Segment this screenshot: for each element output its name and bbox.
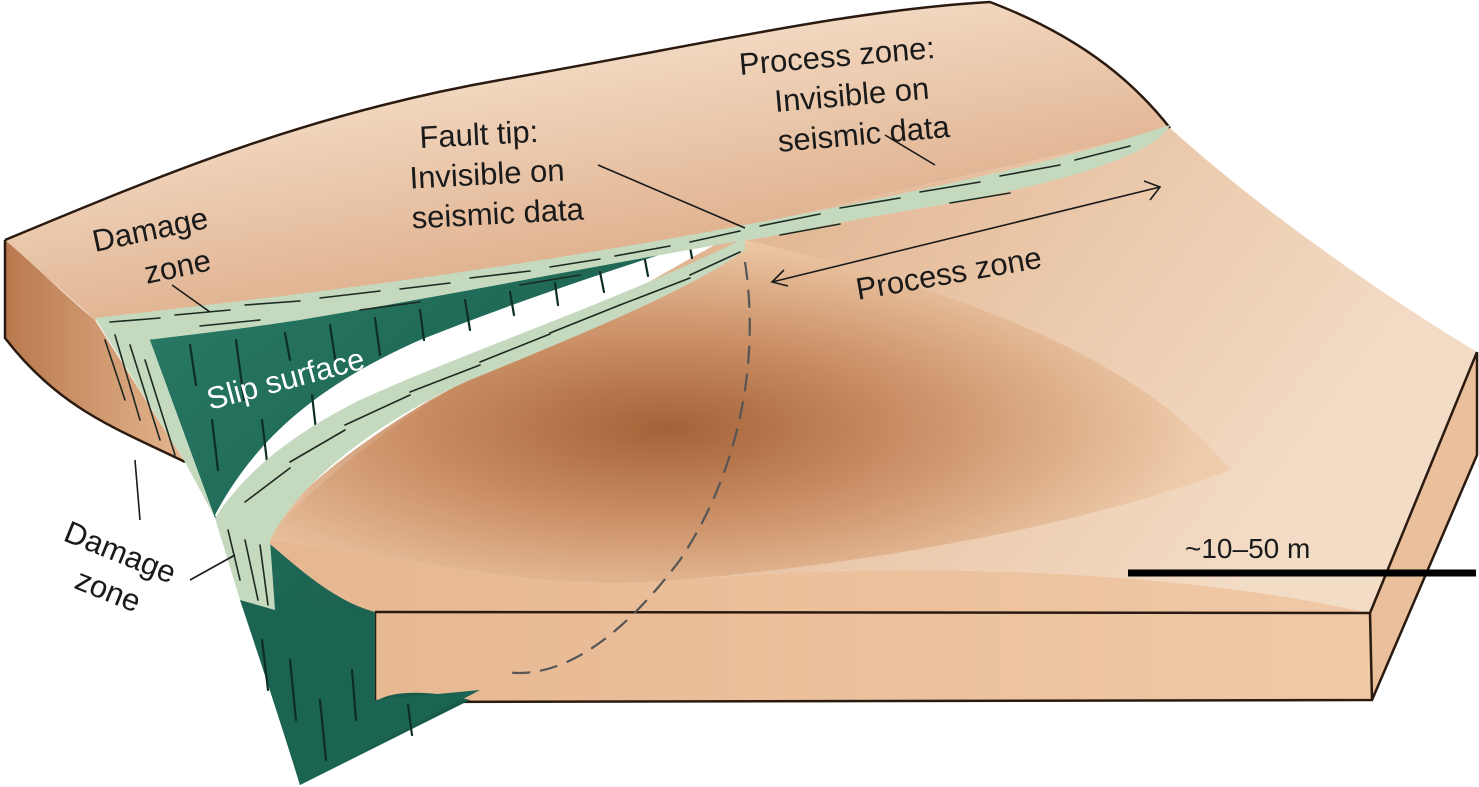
- leader-damage-zone-bottom: [135, 460, 140, 520]
- label-damage-zone-bottom: Damage zone: [44, 514, 189, 631]
- leader-damage-zone-bottom-2: [190, 555, 235, 580]
- label-scale: ~10–50 m: [1185, 533, 1310, 564]
